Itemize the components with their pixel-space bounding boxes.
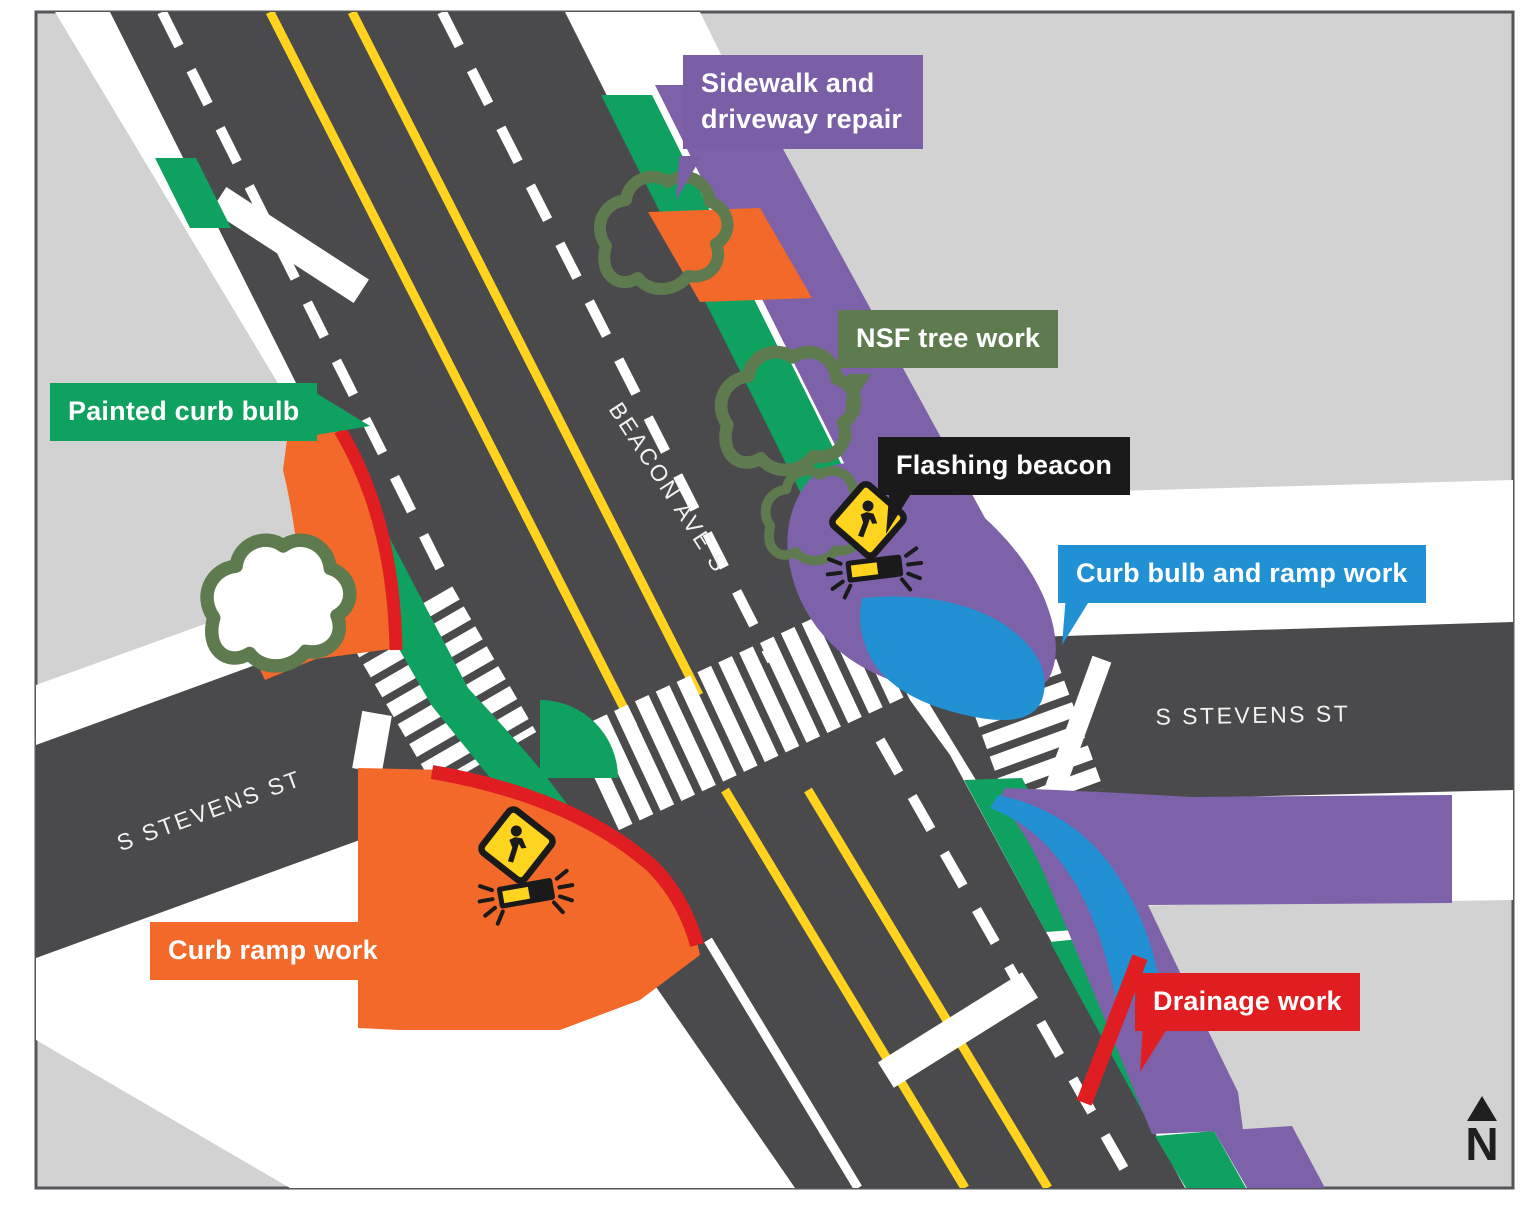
dashed-lane-line-right-north [437, 12, 777, 664]
north-arrow-icon [1467, 1096, 1497, 1121]
green-strip-bottom [1155, 1131, 1246, 1188]
label-nsf-tree-work: NSF tree work [838, 310, 1059, 368]
crosswalk-beacon-north [568, 590, 919, 832]
edge-line-south [704, 937, 862, 1188]
label-drainage-work: Drainage work [1135, 973, 1360, 1031]
blue-bulb-se [990, 795, 1160, 1010]
blue-bulb-ne [860, 596, 1045, 720]
beacon-base-icon [825, 546, 924, 600]
flashing-beacon-icon-sw [477, 806, 575, 926]
curb-bulb-ramp-areas [860, 596, 1160, 1010]
pedestrian-sign-icon [829, 481, 907, 559]
beacon-base-icon [477, 868, 575, 926]
red-curb-arc-nw [334, 426, 403, 651]
purple-strip-bottom [1214, 1126, 1325, 1188]
label-sidewalk-driveway-repair: Sidewalk and driveway repair [683, 55, 923, 149]
pedestrian-sign-icon [478, 806, 556, 884]
red-curb-arc-sw [430, 765, 704, 947]
flashing-beacon-icon-ne [825, 481, 924, 600]
label-painted-curb-bulb: Painted curb bulb [50, 383, 318, 441]
yellow-centerline-2-north [347, 12, 704, 698]
stop-bar-stevens-right [1044, 655, 1112, 795]
driveway-bar-north [211, 186, 369, 304]
red-drainage-bar [1076, 954, 1148, 1106]
yellow-centerline-1-south [721, 787, 969, 1188]
green-strip-left-top [155, 158, 231, 228]
street-label-stevens-right: S STEVENS ST [1155, 700, 1350, 729]
green-corner-nw [540, 700, 618, 778]
label-curb-ramp-work: Curb ramp work [150, 922, 396, 980]
dashed-lane-line-right-south [875, 737, 1140, 1188]
north-compass: N [1452, 1096, 1512, 1167]
north-letter: N [1465, 1118, 1499, 1170]
label-flashing-beacon: Flashing beacon [878, 437, 1131, 495]
yellow-centerline-1-north [265, 12, 638, 729]
flashing-beacon-icons [477, 481, 924, 926]
yellow-centerline-2-south [804, 787, 1052, 1188]
label-curb-bulb-ramp-work: Curb bulb and ramp work [1058, 545, 1426, 603]
driveway-bar-south [877, 972, 1039, 1088]
lane-markings [157, 12, 1140, 1188]
stop-bar-stevens-left [352, 710, 392, 774]
red-work-marks [334, 426, 1148, 1106]
